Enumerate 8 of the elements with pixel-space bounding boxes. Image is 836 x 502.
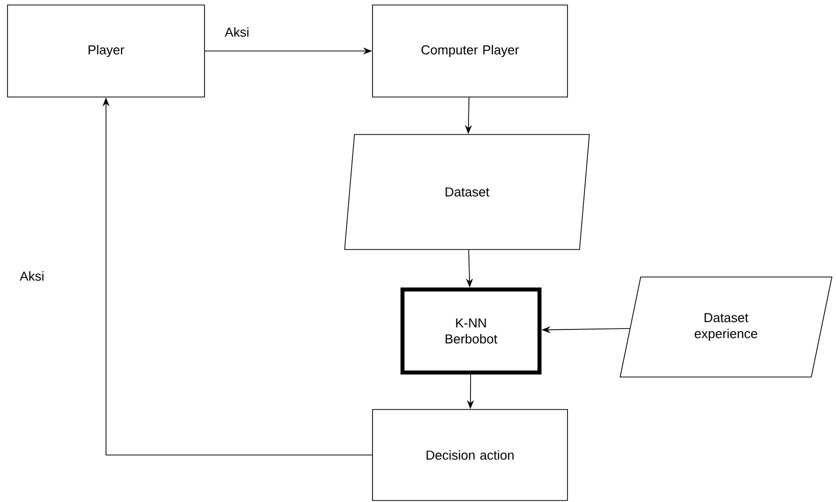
process-box: Computer Player <box>372 4 568 98</box>
process-box: Decision action <box>372 409 568 501</box>
process-box: Player <box>7 4 205 98</box>
data-parallelogram: Dataset <box>344 134 590 250</box>
process-box: K-NN Berbobot <box>400 288 542 374</box>
edge-label: Aksi <box>18 270 46 282</box>
data-parallelogram: Dataset experience <box>620 276 832 378</box>
edge-label: Aksi <box>224 26 250 38</box>
